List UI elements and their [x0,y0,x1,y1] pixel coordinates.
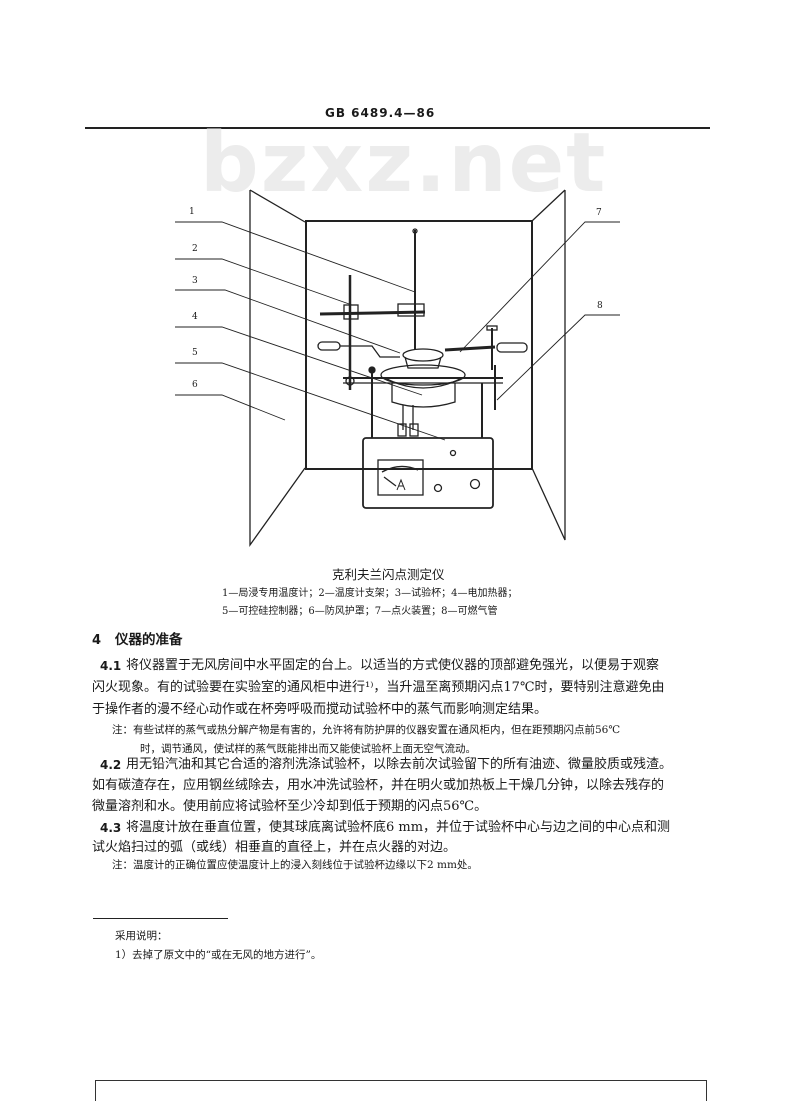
callout-1: 1 [189,207,195,217]
clause-4-3-line-1: 将温度计放在垂直位置，使其球底离试验杯底6 mm，并位于试验杯中心与边之间的中心… [126,820,671,835]
callout-4: 4 [192,312,198,322]
wind-shield-panels [249,189,566,548]
section-number: 4 [92,633,102,648]
flash-point-apparatus-figure [175,189,620,548]
clause-4-1-note-line-2: 时，调节通风，使试样的蒸气既能排出而又能使试验杯上面无空气流动。 [140,743,476,755]
footnote-item-1: 1）去掉了原文中的“或在无风的地方进行”。 [115,949,322,961]
clause-4-1-line-2: 闪火现象。有的试验要在实验室的通风柜中进行¹⁾，当升温至离预期闪点17℃时，要特… [92,680,665,695]
clause-4-2-line-1: 用无铅汽油和其它合适的溶剂洗涤试验杯，以除去前次试验留下的所有油迹、微量胶质或残… [126,757,673,772]
clause-4-2-number: 4.2 [100,758,122,772]
footnote-heading: 采用说明： [115,930,168,942]
clause-4-1-line-3: 于操作者的漫不经心动作或在杯旁呼吸而搅动试验杯中的蒸气而影响测定结果。 [92,702,548,717]
callout-6: 6 [192,380,198,390]
callout-2: 2 [192,244,198,254]
clause-4-2-line-3: 微量溶剂和水。使用前应将试验杯至少冷却到低于预期的闪点56℃。 [92,799,488,814]
figure-legend-line-2: 5—可控硅控制器；6—防风护罩；7—点火装置；8—可燃气管 [222,606,498,617]
clause-4-1-note-line-1: 注：有些试样的蒸气或热分解产物是有害的，允许将有防护屏的仪器安置在通风柜内，但在… [112,724,621,736]
watermark: bzxz.net [200,116,608,211]
callout-leaders [175,221,620,441]
thermometer [412,228,418,350]
footnote-rule [93,918,228,919]
igniter-arm [317,325,528,370]
figure-caption: 克利夫兰闪点测定仪 [332,567,445,582]
clause-4-1-line-1: 将仪器置于无风房间中水平固定的台上。以适当的方式使仪器的顶部避免强光，以便易于观… [126,658,660,673]
callout-8: 8 [597,301,603,311]
figure-legend-line-1: 1—局浸专用温度计；2—温度计支架；3—试验杯；4—电加热器； [222,588,518,599]
ammeter-a-glyph [396,478,406,491]
test-cup-and-heater [343,348,503,438]
clause-4-3-line-2: 试火焰扫过的弧（或线）相垂直的直径上，并在点火器的对边。 [92,840,457,855]
standard-number-header: GB 6489.4—86 [325,106,436,120]
clause-4-3-note: 注：温度计的正确位置应使温度计上的浸入刻线位于试验杯边缘以下2 mm处。 [112,859,478,871]
callout-5: 5 [192,348,198,358]
clause-4-1-number: 4.1 [100,659,122,673]
header-rule [85,127,710,129]
clause-4-3-number: 4.3 [100,821,122,835]
thyristor-controller [362,437,494,509]
section-title: 仪器的准备 [115,632,183,648]
callout-3: 3 [192,276,198,286]
callout-7: 7 [596,208,602,218]
clause-4-2-line-2: 如有碳渣存在，应用钢丝绒除去，用水冲洗试验杯，并在明火或加热板上干燥几分钟，以除… [92,778,665,793]
